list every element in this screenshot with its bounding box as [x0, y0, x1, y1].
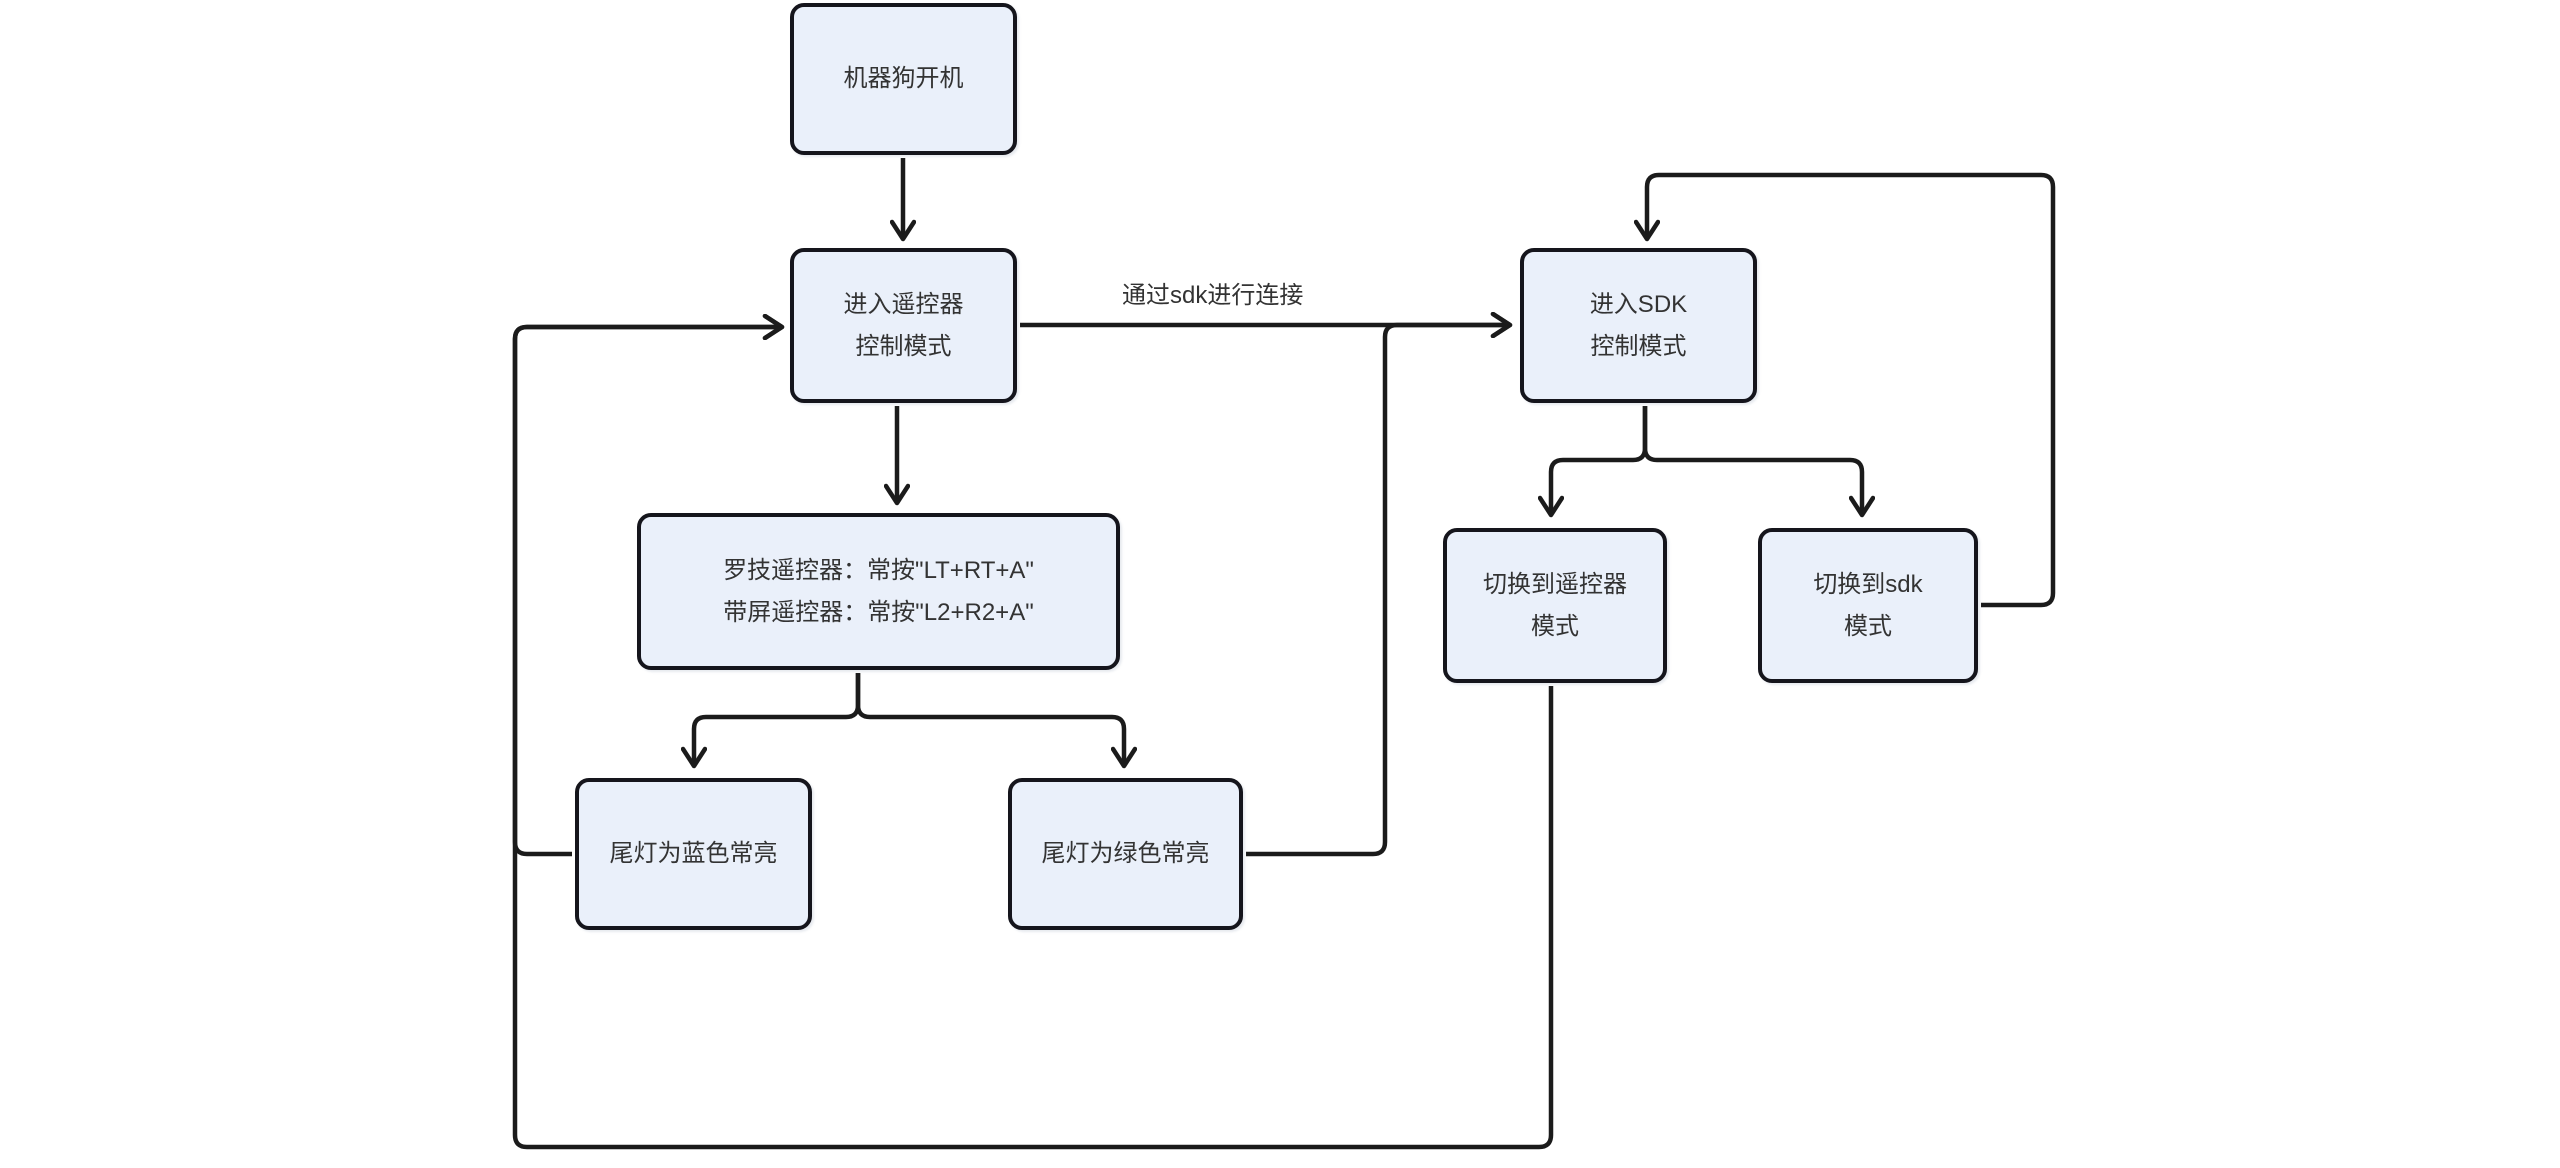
node-power-on: 机器狗开机 [790, 3, 1017, 155]
node-green-light: 尾灯为绿色常亮 [1008, 778, 1243, 930]
node-switch-remote: 切换到遥控器 模式 [1443, 528, 1667, 683]
node-sdk-mode: 进入SDK 控制模式 [1520, 248, 1757, 403]
node-remote-mode: 进入遥控器 控制模式 [790, 248, 1017, 403]
edge-sdk-mode-to-switch-sdk [1642, 406, 1862, 514]
node-button-combo: 罗技遥控器：常按"LT+RT+A" 带屏遥控器：常按"L2+R2+A" [637, 513, 1120, 670]
node-blue-light: 尾灯为蓝色常亮 [575, 778, 812, 930]
edge-label-connect-via-sdk: 通过sdk进行连接 [1118, 283, 1308, 309]
edge-button-combo-to-green-light [855, 673, 1124, 765]
edge-switch-sdk-to-sdk-mode [1647, 172, 2056, 608]
edge-green-light-to-sdk-mode [1246, 325, 1509, 857]
edge-sdk-mode-to-switch-remote [1551, 406, 1648, 514]
edge-switch-remote-to-remote-mode [512, 327, 1554, 1150]
node-switch-sdk: 切换到sdk 模式 [1758, 528, 1978, 683]
edge-button-combo-to-blue-light [694, 673, 861, 765]
